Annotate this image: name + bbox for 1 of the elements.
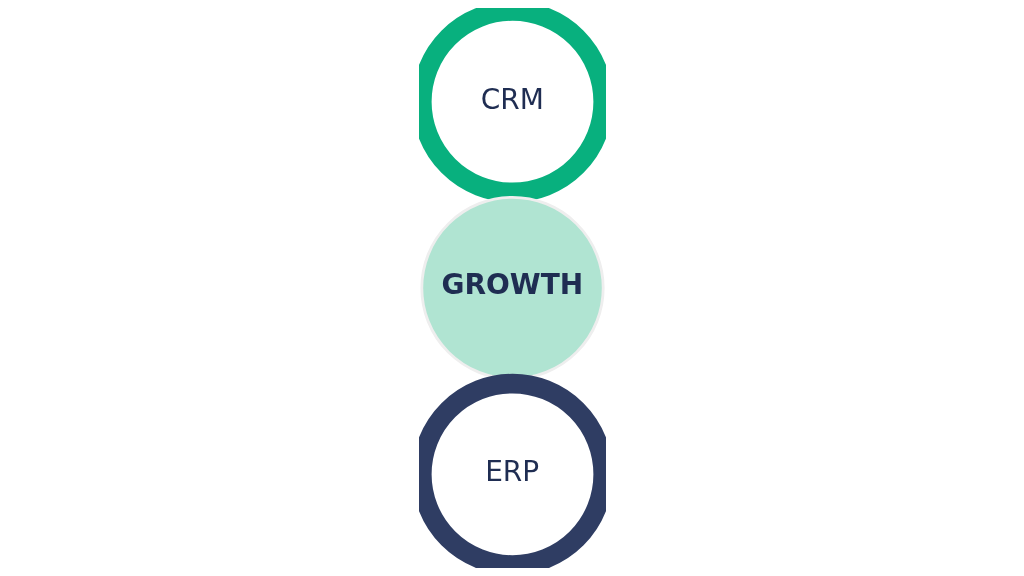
node-circle: ERP	[418, 373, 606, 568]
